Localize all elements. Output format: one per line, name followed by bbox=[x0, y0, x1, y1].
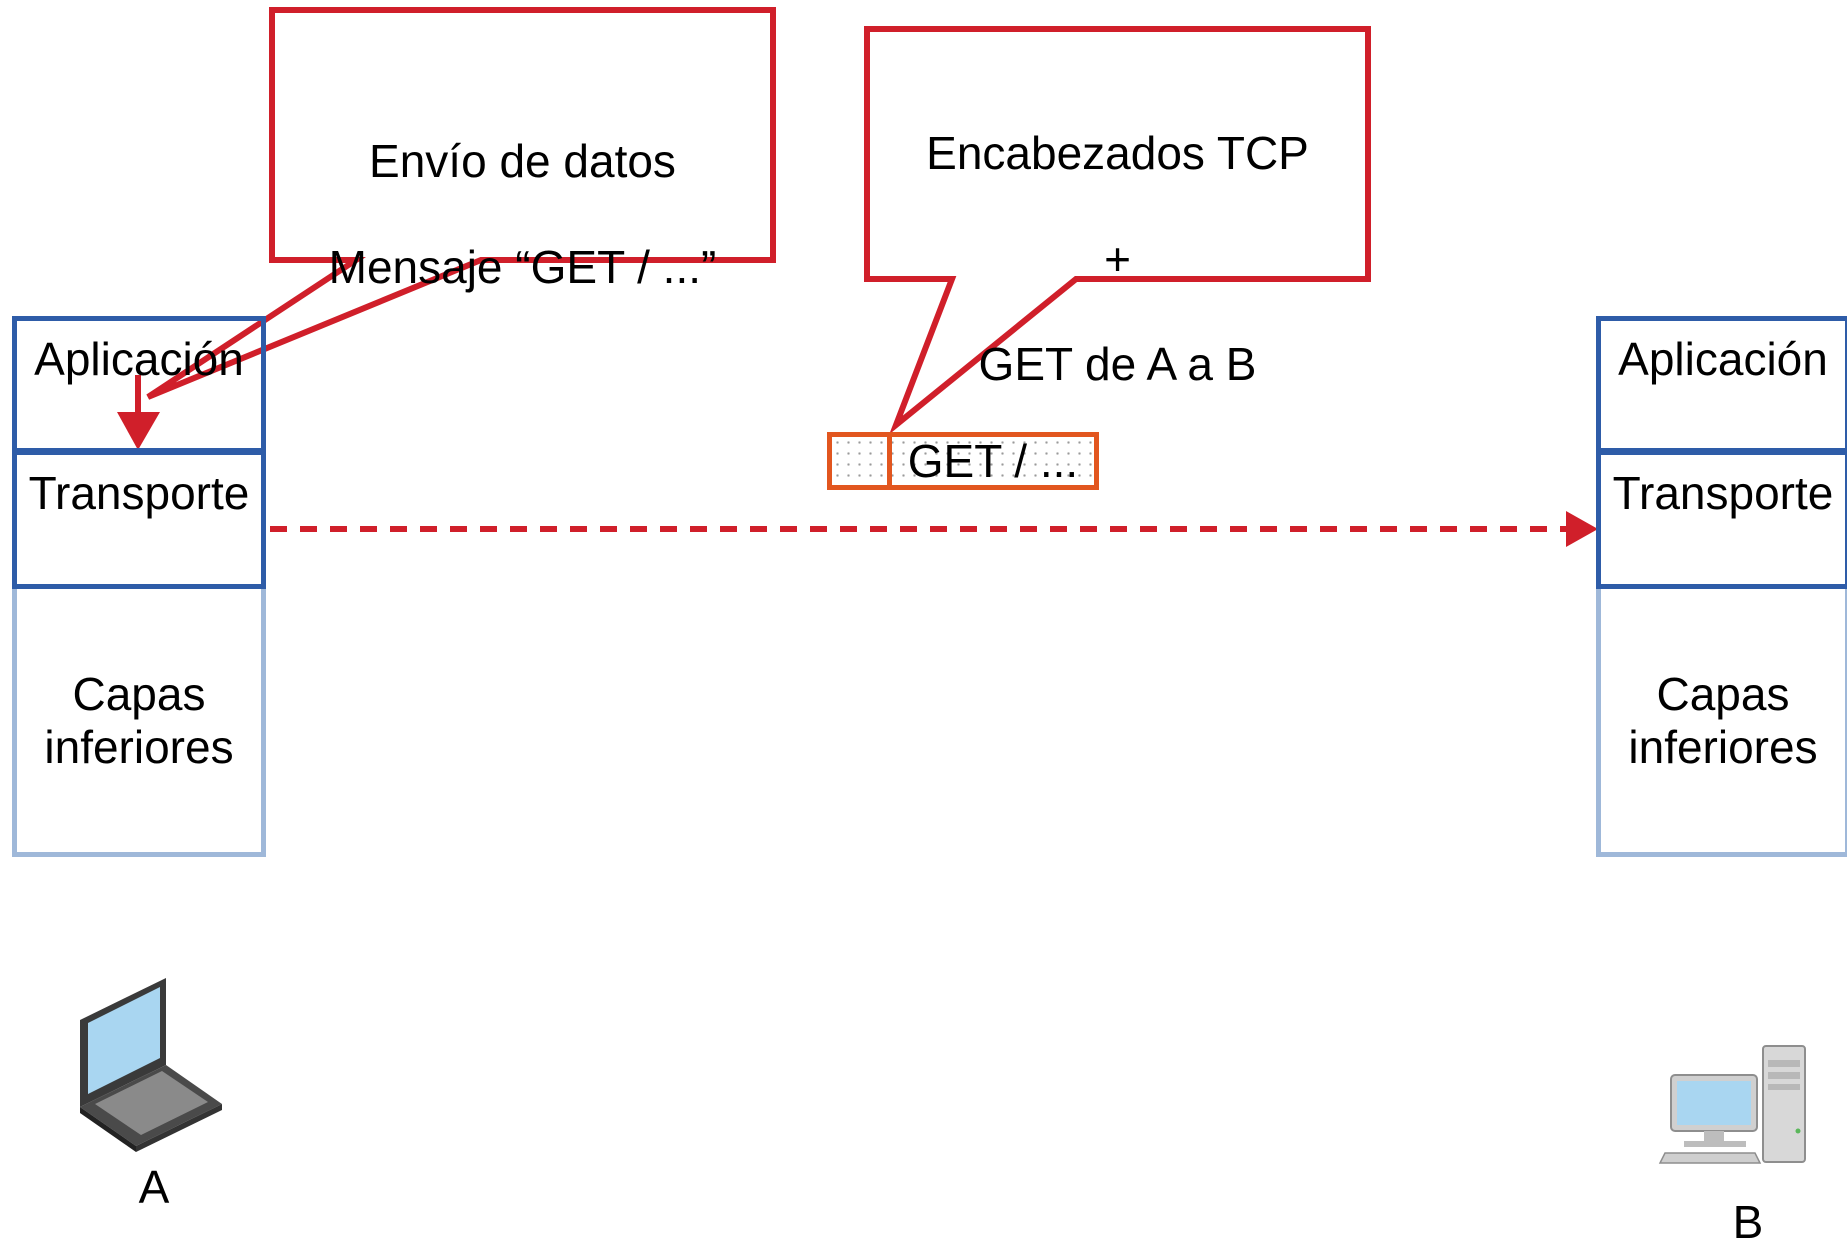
host-a-transport-label: Transporte bbox=[28, 467, 250, 519]
tcp-segment: GET / ... bbox=[827, 432, 1099, 490]
app-to-transport-arrow-head bbox=[117, 412, 160, 450]
host-a-lower-layers: Capas inferiores bbox=[12, 589, 266, 857]
host-b-transport-label: Transporte bbox=[1612, 467, 1834, 519]
sender-callout-bubble bbox=[146, 7, 776, 400]
host-a-lower-label: Capas inferiores bbox=[44, 667, 234, 773]
host-a-transport-layer: Transporte bbox=[12, 450, 266, 589]
tcp-payload: GET / ... bbox=[907, 435, 1079, 487]
sender-callout-line1: Envío de datos bbox=[369, 134, 676, 187]
host-b-lower-layers: Capas inferiores bbox=[1596, 589, 1847, 857]
host-b-transport-layer: Transporte bbox=[1596, 450, 1847, 589]
host-b-lower-label: Capas inferiores bbox=[1628, 667, 1818, 773]
host-a-application-label: Aplicación bbox=[34, 333, 244, 385]
tcp-header-block bbox=[832, 437, 892, 485]
host-a-application-layer: Aplicación bbox=[12, 316, 266, 453]
packet-callout-text: Encabezados TCP + GET de A a B bbox=[867, 74, 1368, 444]
sender-callout-text: Envío de datos Mensaje “GET / ...” bbox=[272, 82, 773, 346]
packet-callout-line2: + bbox=[1104, 232, 1131, 285]
host-b-application-label: Aplicación bbox=[1618, 333, 1828, 385]
laptop-icon bbox=[80, 978, 222, 1152]
packet-callout-bubble bbox=[864, 26, 1371, 435]
host-b-application-layer: Aplicación bbox=[1596, 316, 1847, 453]
desktop-computer-icon bbox=[1658, 1045, 1806, 1164]
transport-flow-arrow-head bbox=[1566, 511, 1598, 547]
host-b-label: B bbox=[1732, 1196, 1764, 1248]
packet-callout-line3: GET de A a B bbox=[978, 338, 1257, 391]
sender-callout-line2: Mensaje “GET / ...” bbox=[328, 240, 717, 293]
packet-callout-line1: Encabezados TCP bbox=[926, 126, 1309, 179]
host-a-label: A bbox=[138, 1161, 170, 1213]
